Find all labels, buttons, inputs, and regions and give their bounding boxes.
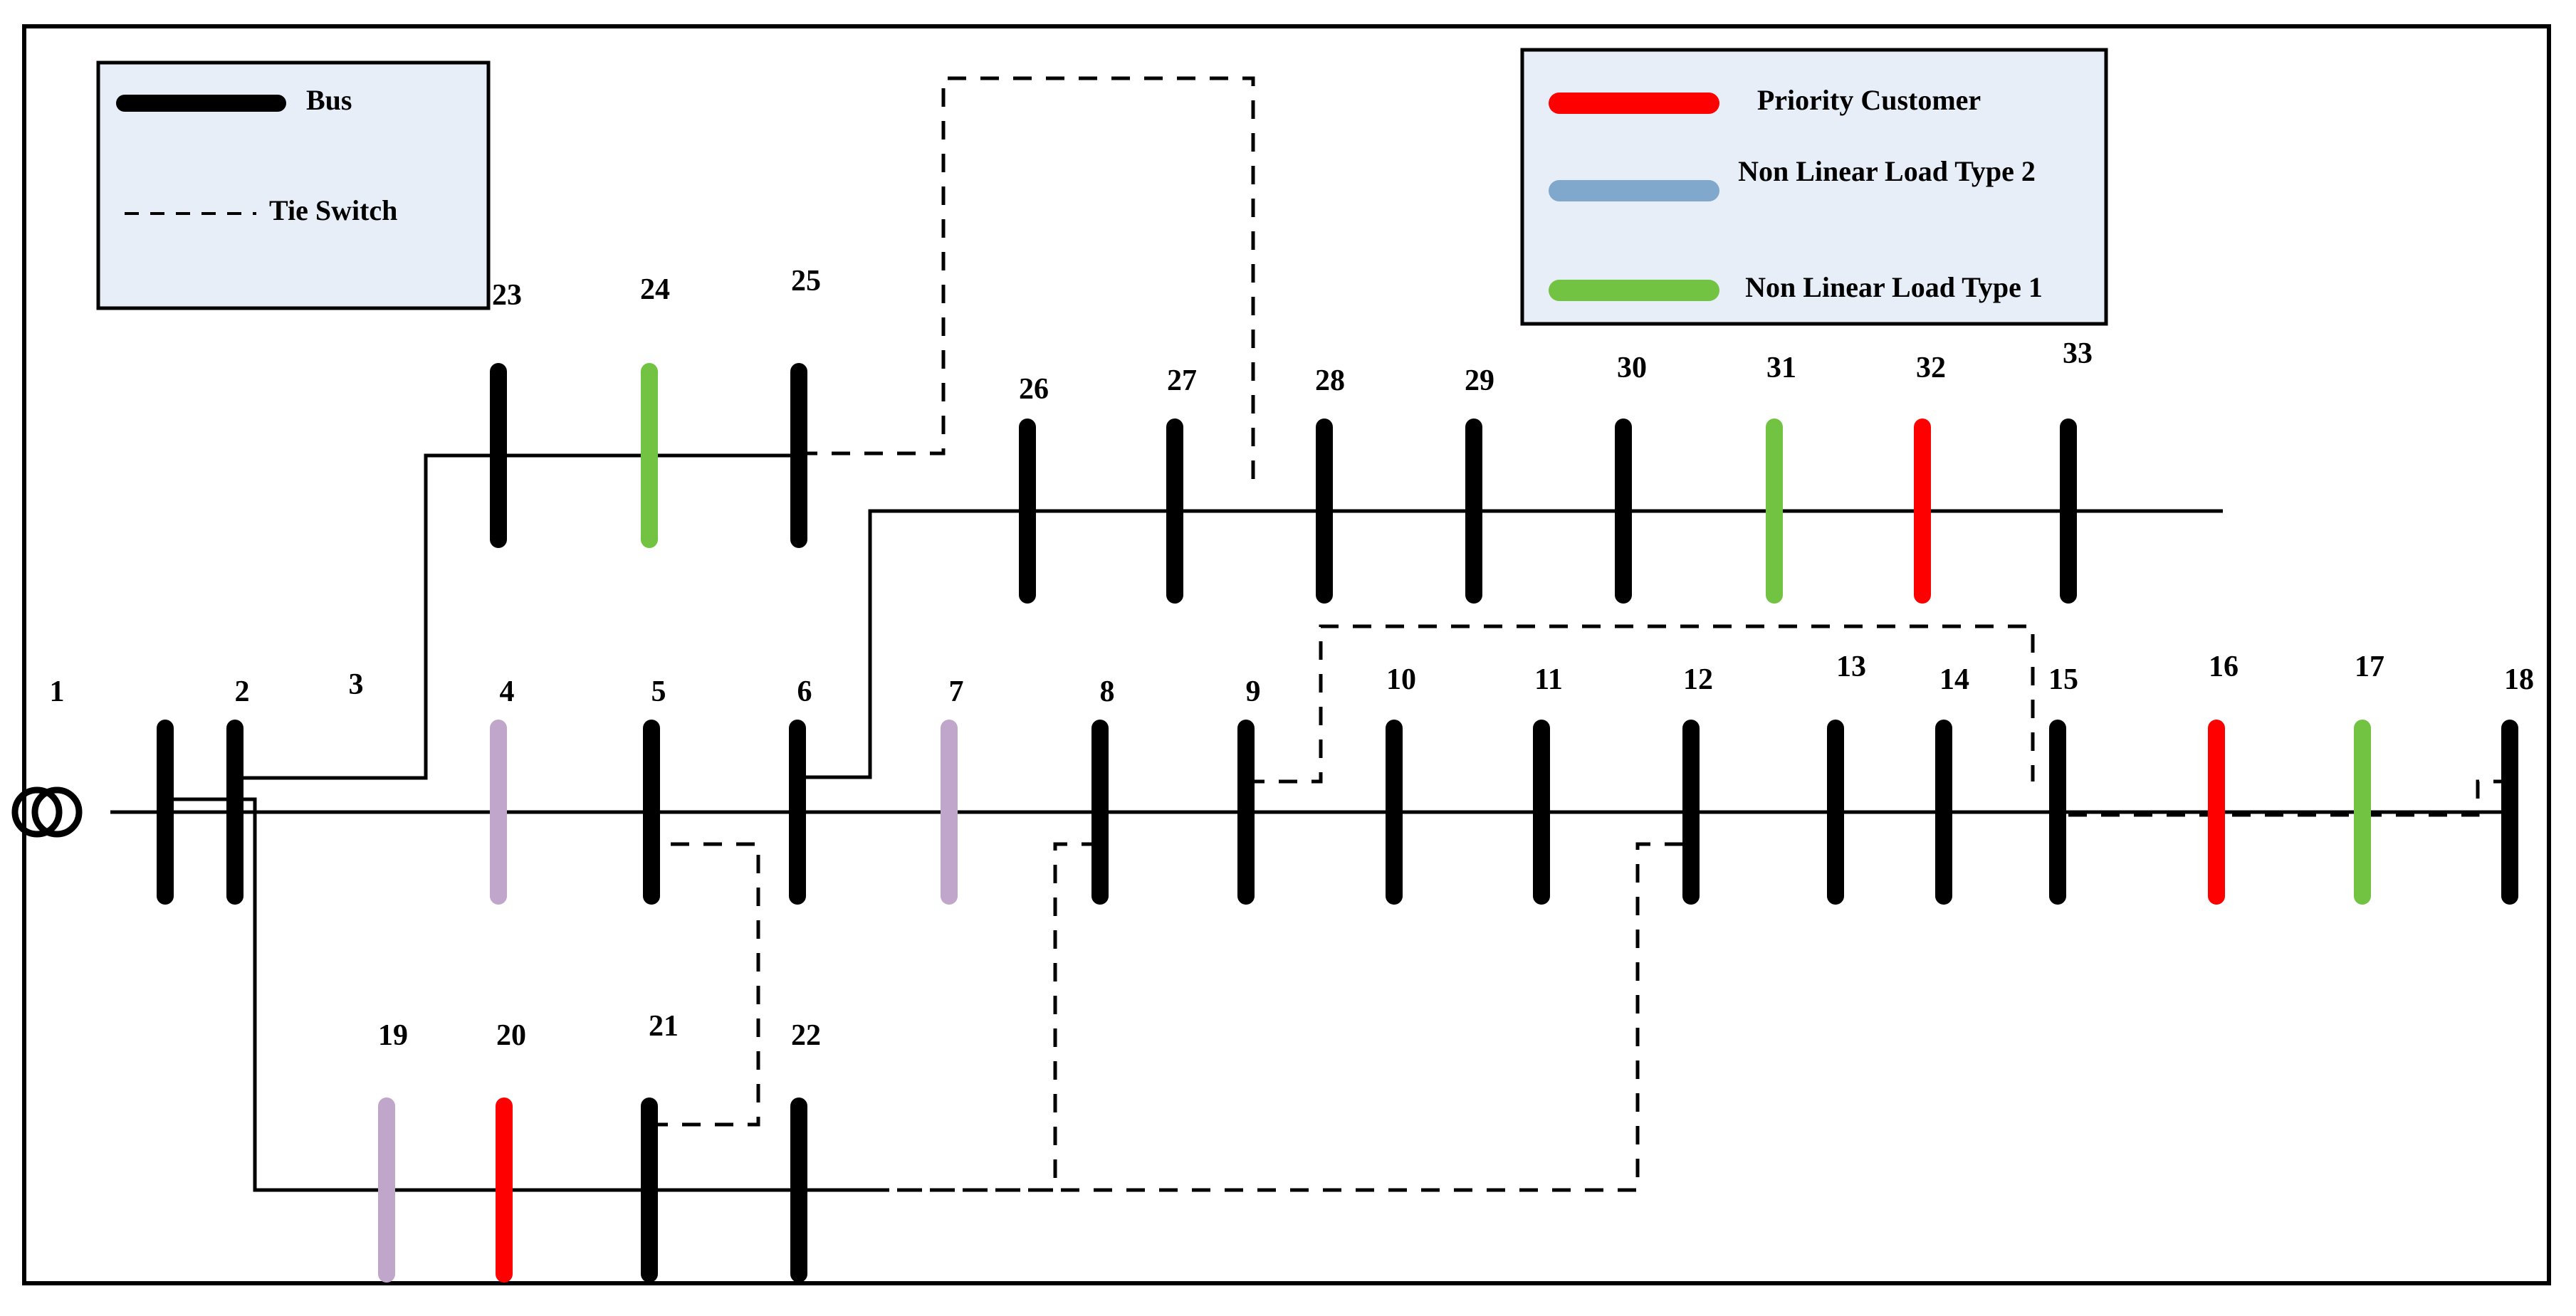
feeder-lines-group: [110, 453, 2510, 1192]
load-type-legend: Priority Customer Non Linear Load Type 2…: [1520, 48, 2108, 326]
bus-label-18: 18: [2504, 663, 2534, 696]
bus-label-15: 15: [2048, 663, 2078, 696]
bus-label-10: 10: [1386, 663, 1416, 696]
transformer-winding-secondary-icon: [31, 786, 83, 838]
branch-2-to-19-drop: [165, 797, 876, 1192]
tie-switch-legend-label: Tie Switch: [269, 194, 397, 226]
bus-label-33: 33: [2063, 337, 2093, 370]
transformer-winding-primary-icon: [11, 786, 63, 838]
bus-label-13: 13: [1836, 651, 1866, 683]
bus-label-30: 30: [1617, 352, 1647, 384]
branch-3-to-23-riser: [235, 453, 799, 780]
bus-label-28: 28: [1315, 364, 1345, 397]
bus-label-14: 14: [1939, 663, 1969, 696]
branch-6-to-26-riser: [797, 509, 2223, 779]
source-transformer: [11, 786, 83, 838]
non-linear-load-type-1-legend-label: Non Linear Load Type 1: [1745, 271, 2043, 303]
bus-label-12: 12: [1683, 663, 1713, 696]
symbol-legend: Bus Tie Switch: [96, 60, 491, 310]
bus-label-25: 25: [791, 265, 821, 298]
bus-label-6: 6: [797, 675, 812, 708]
tie-switch-lines-group: [649, 76, 2510, 1192]
bus-label-21: 21: [649, 1010, 679, 1043]
bus-label-32: 32: [1916, 352, 1946, 384]
bus-label-8: 8: [1100, 675, 1115, 708]
bus-label-2: 2: [235, 675, 250, 708]
bus-label-19: 19: [378, 1019, 408, 1052]
diagram-border: [22, 24, 2551, 1285]
tie-switch-21-to-8[interactable]: [649, 842, 760, 1127]
bus-label-1: 1: [50, 675, 65, 708]
bus-label-20: 20: [496, 1019, 526, 1052]
bus-label-17: 17: [2355, 651, 2384, 683]
bus-label-3: 3: [349, 668, 364, 701]
bus-label-22: 22: [791, 1019, 821, 1052]
bus-label-29: 29: [1465, 364, 1494, 397]
bus-label-27: 27: [1167, 364, 1197, 397]
bus-label-4: 4: [500, 675, 515, 708]
bus-label-24: 24: [640, 273, 670, 306]
bus-label-11: 11: [1534, 663, 1563, 696]
bus-legend-label: Bus: [306, 84, 352, 116]
bus-label-5: 5: [651, 675, 666, 708]
bus-label-23: 23: [492, 279, 522, 312]
bus-label-16: 16: [2209, 651, 2239, 683]
non-linear-load-type-2-legend-label: Non Linear Load Type 2: [1738, 155, 2036, 187]
bus-label-9: 9: [1246, 675, 1261, 708]
tie-switch-25-to-29[interactable]: [799, 76, 1255, 491]
tie-switch-33-to-18[interactable]: [2068, 779, 2510, 817]
priority-customer-legend-label: Priority Customer: [1757, 84, 1981, 116]
bus-bars-group: [157, 363, 2518, 1283]
bus-label-7: 7: [949, 675, 964, 708]
bus-label-26: 26: [1019, 373, 1049, 406]
bus-label-31: 31: [1766, 352, 1796, 384]
tie-switch-9-to-15[interactable]: [1246, 624, 2035, 784]
